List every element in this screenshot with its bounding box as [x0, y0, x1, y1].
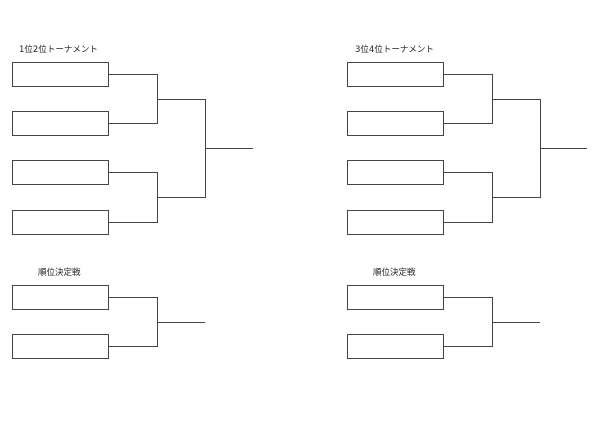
title-3rd-4th-tournament: 3位4位トーナメント: [355, 45, 434, 55]
title-placement-match-right: 順位決定戦: [373, 268, 416, 278]
lower-right-entry-slot-1[interactable]: [347, 285, 444, 310]
lower-left-entry-slot-2[interactable]: [12, 334, 109, 359]
upper-left-round1-connector-a: [109, 74, 158, 124]
upper-left-entry-slot-3[interactable]: [12, 160, 109, 185]
upper-right-round1-connector-a: [444, 74, 493, 124]
upper-right-entry-slot-4[interactable]: [347, 210, 444, 235]
upper-right-round2-connector: [492, 99, 541, 198]
title-placement-match-left: 順位決定戦: [38, 268, 81, 278]
upper-left-round1-connector-b: [109, 172, 158, 223]
upper-left-round2-connector: [157, 99, 206, 198]
upper-right-entry-slot-3[interactable]: [347, 160, 444, 185]
title-1st-2nd-tournament: 1位2位トーナメント: [19, 45, 98, 55]
lower-left-connector: [109, 297, 158, 347]
upper-left-entry-slot-1[interactable]: [12, 62, 109, 87]
upper-right-entry-slot-1[interactable]: [347, 62, 444, 87]
upper-left-entry-slot-2[interactable]: [12, 111, 109, 136]
upper-right-entry-slot-2[interactable]: [347, 111, 444, 136]
lower-left-entry-slot-1[interactable]: [12, 285, 109, 310]
upper-left-entry-slot-4[interactable]: [12, 210, 109, 235]
upper-right-round1-connector-b: [444, 172, 493, 223]
lower-right-connector: [444, 297, 493, 347]
lower-right-entry-slot-2[interactable]: [347, 334, 444, 359]
